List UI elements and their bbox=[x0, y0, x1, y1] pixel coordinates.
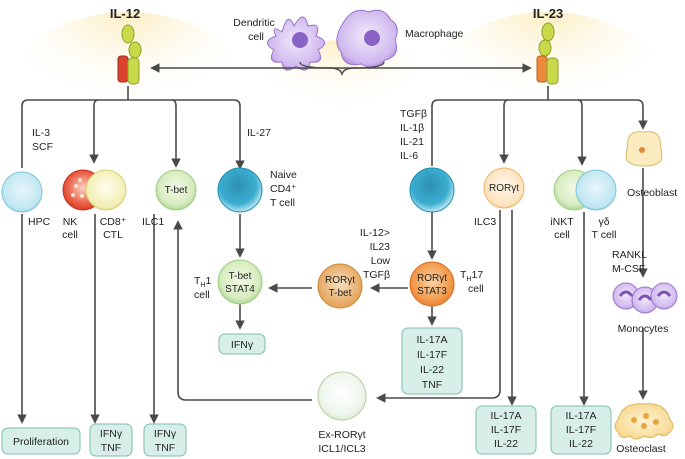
gd-label-2: T cell bbox=[592, 229, 617, 241]
th17-out-1: IL-17A bbox=[417, 334, 448, 346]
osteoblast-icon bbox=[625, 131, 663, 167]
il27-label: IL-27 bbox=[247, 127, 271, 139]
dendritic-cell-icon bbox=[267, 16, 325, 71]
ex-rorgt-cell-icon bbox=[317, 371, 367, 421]
naive-label-2: CD4⁺ bbox=[270, 183, 297, 195]
gd-out-1: IL-17A bbox=[566, 410, 597, 422]
hpc-label: HPC bbox=[28, 216, 51, 228]
naive-label-1: Naive bbox=[270, 169, 297, 181]
il23-naive-cell-icon bbox=[409, 167, 455, 213]
th17-label-cell: cell bbox=[468, 283, 484, 295]
ex-rorgt-label-2: ICL1/ICL3 bbox=[318, 443, 365, 455]
ilc1-output-box bbox=[143, 423, 187, 457]
naive-label-3: T cell bbox=[270, 197, 295, 209]
il12-cond-4: TGFβ bbox=[363, 269, 390, 281]
inkt-label-1: iNKT bbox=[550, 216, 574, 228]
nk-output-ifng: IFNγ bbox=[100, 428, 123, 440]
dendritic-label-2: cell bbox=[248, 31, 264, 43]
il12-cond-3: Low bbox=[371, 255, 391, 267]
nk-output-box bbox=[89, 423, 133, 457]
hpc-cell-icon bbox=[1, 171, 43, 213]
macrophage-label: Macrophage bbox=[405, 28, 464, 40]
osteoblast-label: Osteoblast bbox=[627, 187, 677, 199]
il6-label: IL-6 bbox=[400, 150, 418, 162]
gd-label-1: γδ bbox=[598, 216, 609, 228]
th1-tbet-label: T-bet bbox=[229, 271, 252, 282]
nk-label-1: NK bbox=[63, 216, 78, 228]
proliferation-text: Proliferation bbox=[13, 436, 69, 448]
th1-stat4-label: STAT4 bbox=[225, 284, 255, 295]
rankl-label: RANKL bbox=[612, 249, 647, 261]
th17-rorgt-label: RORγt bbox=[417, 273, 447, 284]
ilc1-output-tnf: TNF bbox=[155, 442, 175, 454]
ilc1-cell-icon bbox=[155, 169, 197, 211]
rorgt-tbet-label-2: T-bet bbox=[329, 288, 352, 299]
ilc3-cell-icon bbox=[483, 167, 525, 209]
th1-ifng-text: IFNγ bbox=[231, 339, 254, 351]
gd-output-box bbox=[550, 405, 612, 455]
macrophage-icon bbox=[336, 9, 398, 68]
il12-cond-1: IL-12> bbox=[360, 227, 390, 239]
nk-label-2: cell bbox=[62, 229, 78, 241]
ilc3-out-1: IL-17A bbox=[491, 410, 522, 422]
il12-branch-lines bbox=[17, 86, 312, 424]
ilc3-label: ILC3 bbox=[474, 216, 496, 228]
nk-output-tnf: TNF bbox=[101, 442, 121, 454]
rorgt-tbet-label-1: RORγt bbox=[325, 275, 355, 286]
cd8-ctl-cell-icon bbox=[85, 169, 127, 211]
naive-cd4-cell-icon bbox=[217, 167, 263, 213]
ilc1-output-ifng: IFNγ bbox=[154, 428, 177, 440]
scf-label: SCF bbox=[32, 141, 53, 153]
th17-label-t: TH17 bbox=[460, 269, 483, 283]
th17-out-4: TNF bbox=[422, 379, 442, 391]
il23-branch-lines bbox=[268, 86, 648, 406]
rorgt-tbet-cell-icon bbox=[317, 263, 363, 309]
osteoclast-icon bbox=[614, 403, 674, 440]
th17-out-3: IL-22 bbox=[420, 364, 444, 376]
mcsf-label: M-CSF bbox=[612, 263, 645, 275]
ilc3-out-3: IL-22 bbox=[494, 438, 518, 450]
th17-cell-icon bbox=[409, 261, 455, 307]
th17-out-2: IL-17F bbox=[417, 349, 447, 361]
th17-stat3-label: STAT3 bbox=[417, 286, 447, 297]
gd-out-3: IL-22 bbox=[569, 438, 593, 450]
tgf-label: TGFβ bbox=[400, 108, 427, 120]
th17-output-box bbox=[401, 327, 463, 395]
osteoclast-label: Osteoclast bbox=[616, 443, 666, 455]
th1-label-t: TH1 bbox=[194, 275, 211, 289]
il12-receptor-icon bbox=[117, 24, 142, 85]
gd-out-2: IL-17F bbox=[566, 424, 596, 436]
ex-rorgt-label-1: Ex-RORγt bbox=[318, 429, 365, 441]
il3-label: IL-3 bbox=[32, 127, 50, 139]
cd8-label-1: CD8⁺ bbox=[100, 216, 127, 228]
th1-ifng-box bbox=[218, 333, 266, 355]
ilc1-tbet-label: T-bet bbox=[165, 185, 188, 196]
il12-cond-2: IL23 bbox=[370, 241, 391, 253]
ilc3-output-box bbox=[475, 405, 537, 455]
cd8-label-2: CTL bbox=[103, 229, 123, 241]
ilc3-rorgt-label: RORγt bbox=[489, 183, 519, 194]
gd-t-cell-icon bbox=[575, 169, 617, 211]
il1b-label: IL-1β bbox=[400, 122, 424, 134]
dendritic-label-1: Dendritic bbox=[233, 17, 274, 29]
il23-receptor-icon bbox=[536, 22, 559, 85]
th1-label-cell: cell bbox=[194, 289, 210, 301]
ilc1-label: ILC1 bbox=[142, 216, 164, 228]
source-brace bbox=[299, 61, 385, 77]
inkt-label-2: cell bbox=[554, 229, 570, 241]
monocytes-label: Monocytes bbox=[618, 323, 669, 335]
th1-cell-icon bbox=[217, 259, 263, 305]
monocytes-icon bbox=[612, 282, 678, 314]
il12-title: IL-12 bbox=[110, 6, 140, 21]
ilc3-out-2: IL-17F bbox=[491, 424, 521, 436]
il23-title: IL-23 bbox=[533, 6, 563, 21]
il21-label: IL-21 bbox=[400, 136, 424, 148]
proliferation-box bbox=[1, 427, 81, 455]
